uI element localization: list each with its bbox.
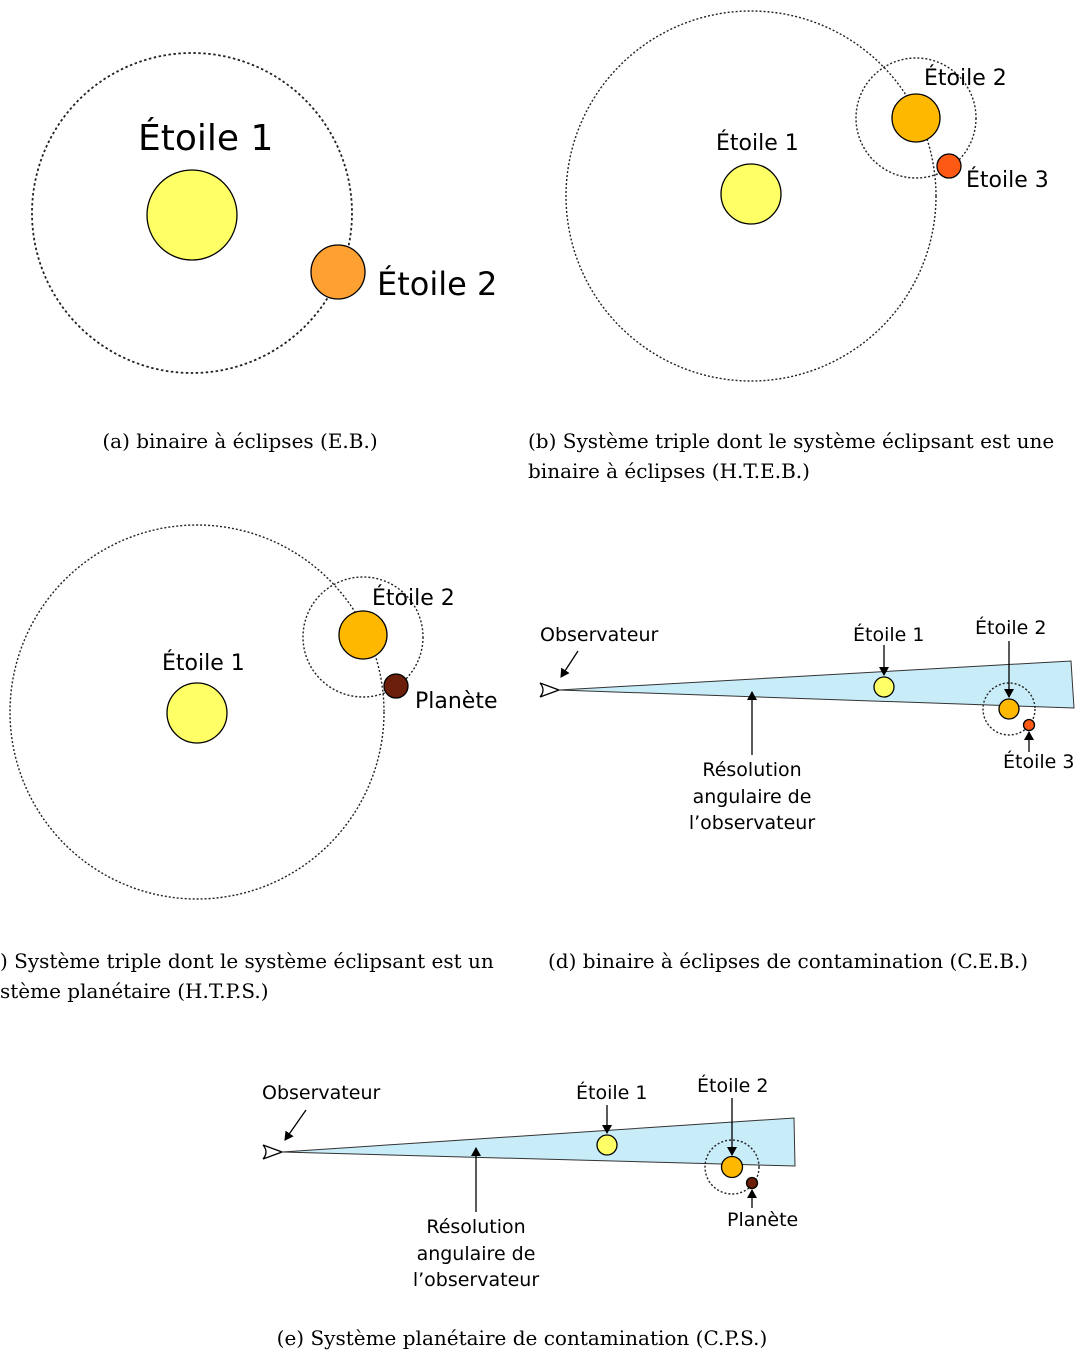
panel-c-inner-orbit [302,576,424,698]
panel-d-caption: (d) binaire à éclipses de contamination … [548,949,1028,973]
panel-e-star2 [720,1155,744,1179]
panel-e-planet-label: Planète [727,1209,798,1231]
panel-b-star2-label: Étoile 2 [924,65,1007,91]
panel-c-caption-line1: ) Système triple dont le système éclipsa… [0,949,494,973]
panel-e-resolution-line3: l’observateur [413,1269,539,1291]
panel-b-star3 [936,153,962,179]
panel-d-observer-label: Observateur [540,624,658,646]
panel-b-caption-line1: (b) Système triple dont le système éclip… [528,429,1054,453]
panel-d-resolution-line2: angulaire de [693,786,812,808]
panel-a-orbit [31,52,353,374]
panel-d: Observateur Étoile 1 Étoile 2 Étoile 3 R… [539,616,1075,973]
panel-c-star2-label: Étoile 2 [372,585,455,611]
panel-e-star1 [596,1134,618,1156]
panel-d-resolution-cone [558,660,1075,709]
panel-a-star1-label: Étoile 1 [138,117,273,159]
panel-d-resolution-line3: l’observateur [689,812,815,834]
panel-e-planet [745,1176,759,1190]
panel-d-star3 [1022,718,1036,732]
panel-a-star1 [146,169,238,261]
panel-c-planet [383,673,409,699]
panel-a: Étoile 1 Étoile 2 (a) binaire à éclipses… [31,52,497,453]
panel-e-star1-label: Étoile 1 [576,1081,647,1104]
panel-d-star2 [998,698,1020,720]
panel-e-inner-orbit [704,1139,760,1195]
panel-c-star1 [166,682,228,744]
panel-b-star3-label: Étoile 3 [966,167,1049,193]
panel-c-star2 [338,610,388,660]
panel-b-star2 [891,93,941,143]
panel-a-star2 [310,244,366,300]
panel-c-outer-orbit [9,524,385,900]
panel-d-star2-label: Étoile 2 [975,616,1046,639]
panel-b-star1 [720,163,782,225]
panel-b-outer-orbit [565,10,937,382]
panel-d-star1-label: Étoile 1 [853,623,924,646]
panel-d-star3-label: Étoile 3 [1003,750,1074,773]
panel-b-star1-label: Étoile 1 [716,130,799,156]
panel-e: Observateur Étoile 1 Étoile 2 Planète Ré… [262,1074,798,1350]
panel-a-star2-label: Étoile 2 [377,265,497,303]
panel-e-resolution-cone [281,1117,796,1167]
panel-e-star2-label: Étoile 2 [697,1074,768,1097]
panel-d-eye-icon [539,682,560,698]
panel-e-eye-icon [262,1144,283,1160]
panel-e-observer-label: Observateur [262,1082,380,1104]
panel-c-star1-label: Étoile 1 [162,650,245,676]
panel-b-inner-orbit [855,57,977,179]
panel-a-caption: (a) binaire à éclipses (E.B.) [102,429,377,453]
panel-d-star1 [873,676,895,698]
panel-e-resolution-line1: Résolution [426,1216,525,1238]
panel-d-observer-arrow [560,650,579,678]
panel-e-caption: (e) Système planétaire de contamination … [277,1326,768,1350]
panel-e-observer-arrow [284,1109,307,1141]
panel-c: Étoile 1 Étoile 2 Planète ) Système trip… [0,524,498,1003]
panel-c-caption-line2: stème planétaire (H.T.P.S.) [0,979,269,1003]
panel-b: Étoile 1 Étoile 2 Étoile 3 (b) Système t… [528,10,1054,483]
panel-b-caption-line2: binaire à éclipses (H.T.E.B.) [528,459,810,483]
panel-e-resolution-line2: angulaire de [417,1243,536,1265]
panel-d-resolution-line1: Résolution [702,759,801,781]
panel-c-planet-label: Planète [415,689,498,714]
